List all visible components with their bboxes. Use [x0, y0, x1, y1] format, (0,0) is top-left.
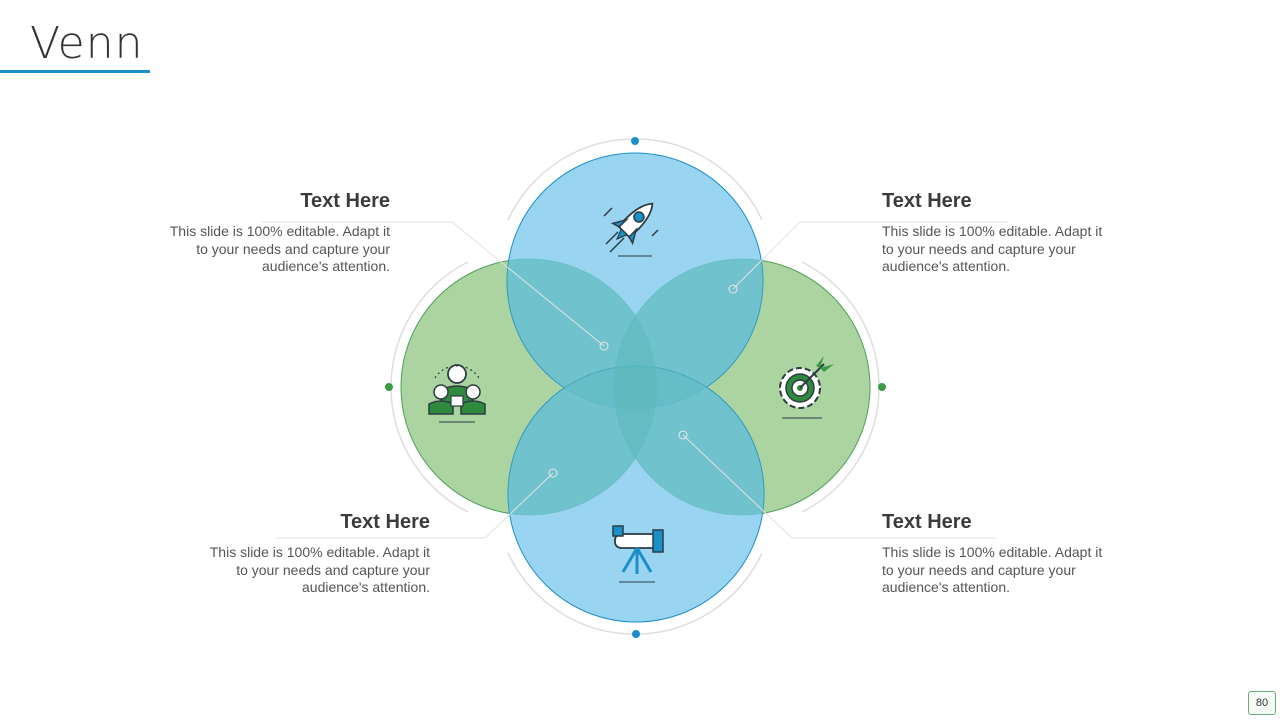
text-block-top-left: Text Here This slide is 100% editable. A…: [160, 190, 390, 276]
connector-end-bottom-left: [548, 468, 558, 478]
telescope-icon: [612, 525, 664, 583]
connector-end-top-right: [728, 284, 738, 294]
block-body: This slide is 100% editable. Adapt it to…: [209, 544, 430, 595]
marker-dot-left: [385, 383, 393, 391]
title-underline: [0, 70, 150, 73]
rocket-icon: [603, 202, 659, 257]
marker-dot-bottom: [632, 630, 640, 638]
connector-end-bottom-right: [678, 430, 688, 440]
connector-top-right: [732, 221, 1008, 290]
block-body: This slide is 100% editable. Adapt it to…: [882, 223, 1103, 274]
block-heading: Text Here: [882, 190, 972, 212]
marker-dot-top: [631, 137, 639, 145]
block-body: This slide is 100% editable. Adapt it to…: [882, 544, 1103, 595]
slide-title: Venn: [30, 18, 144, 69]
page-number-badge: 80: [1248, 691, 1276, 715]
marker-dot-right: [878, 383, 886, 391]
text-block-top-right: Text Here This slide is 100% editable. A…: [882, 190, 1112, 276]
connector-end-top-left: [599, 341, 609, 351]
block-heading: Text Here: [300, 190, 390, 212]
team-icon: [428, 364, 486, 423]
text-block-bottom-left: Text Here This slide is 100% editable. A…: [200, 511, 430, 597]
block-heading: Text Here: [882, 511, 972, 533]
connector-top-left: [262, 221, 605, 347]
block-body: This slide is 100% editable. Adapt it to…: [169, 223, 390, 274]
block-heading: Text Here: [340, 511, 430, 533]
connector-bottom-left: [276, 472, 554, 539]
target-gear-icon: [779, 356, 834, 419]
connector-bottom-right: [682, 434, 996, 539]
text-block-bottom-right: Text Here This slide is 100% editable. A…: [882, 511, 1112, 597]
